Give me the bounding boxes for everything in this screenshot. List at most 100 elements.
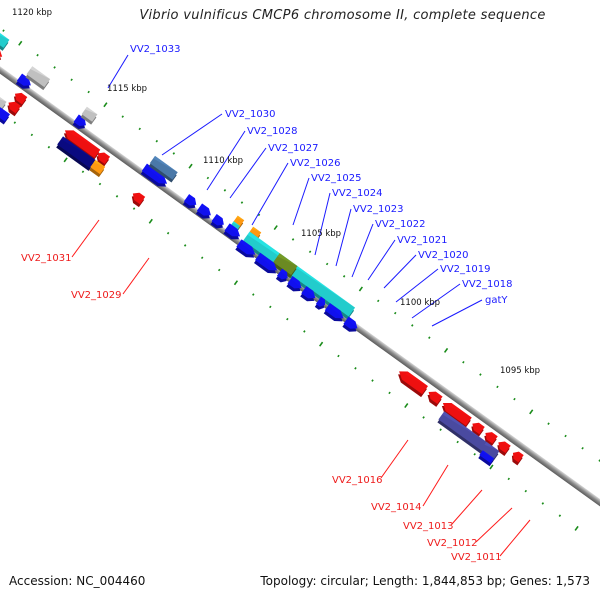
gene-feature[interactable]	[509, 449, 525, 466]
gene-label[interactable]: VV2_1018	[462, 279, 513, 290]
leader-line	[431, 299, 483, 327]
gene-feature[interactable]	[494, 439, 511, 456]
gene-feature[interactable]	[481, 429, 498, 447]
gene-feature[interactable]	[25, 66, 51, 91]
scale-tick	[53, 66, 56, 69]
scale-tick	[30, 133, 34, 137]
gene-feature[interactable]	[424, 388, 443, 407]
gene-feature[interactable]	[323, 303, 347, 325]
gene-feature[interactable]	[15, 73, 34, 92]
gene-feature[interactable]	[478, 450, 495, 467]
gene-label[interactable]: VV2_1031	[21, 253, 72, 264]
gene-feature[interactable]	[72, 114, 89, 132]
leader-line	[475, 507, 513, 543]
scale-tick	[200, 256, 204, 260]
gene-feature[interactable]	[342, 316, 361, 335]
gene-feature[interactable]	[210, 213, 227, 231]
gene-label[interactable]: VV2_1024	[332, 188, 383, 199]
scale-tick	[240, 201, 244, 204]
leader-line	[395, 268, 439, 303]
gene-feature[interactable]	[468, 420, 485, 438]
gene-label[interactable]: VV2_1026	[290, 158, 341, 169]
gene-label[interactable]: gatY	[485, 295, 508, 306]
scale-label-1115: 1115 kbp	[107, 84, 147, 94]
leader-line	[335, 208, 352, 267]
scale-label-1105: 1105 kbp	[301, 229, 341, 239]
scale-tick	[286, 317, 289, 321]
gene-feature[interactable]	[11, 90, 28, 108]
scale-tick	[257, 213, 261, 217]
gene-label[interactable]: VV2_1021	[397, 235, 448, 246]
gene-label[interactable]: VV2_1014	[371, 502, 422, 513]
gene-feature[interactable]	[60, 126, 101, 161]
scale-tick	[371, 379, 374, 382]
gene-feature[interactable]	[235, 239, 259, 261]
gene-feature[interactable]	[0, 107, 11, 125]
scale-tick	[342, 275, 346, 278]
gene-feature[interactable]	[437, 411, 489, 455]
gene-feature[interactable]	[140, 163, 170, 191]
gene-feature[interactable]	[275, 268, 291, 285]
gene-feature[interactable]	[80, 106, 98, 125]
scale-tick	[233, 280, 239, 286]
scale-tick	[36, 53, 39, 57]
gene-feature[interactable]	[286, 276, 305, 294]
gene-label[interactable]: VV2_1028	[247, 126, 298, 137]
gene-label[interactable]: VV2_1016	[332, 475, 383, 486]
gene-feature[interactable]	[394, 367, 428, 398]
leader-line	[451, 489, 483, 525]
gene-label[interactable]: VV2_1029	[71, 290, 122, 301]
gene-feature[interactable]	[479, 441, 500, 463]
gene-feature[interactable]	[438, 399, 472, 429]
gene-feature[interactable]	[299, 286, 318, 304]
gene-label[interactable]: VV2_1020	[418, 250, 469, 261]
scale-label-1110: 1110 kbp	[203, 156, 243, 166]
leader-line	[411, 283, 461, 319]
leader-line	[292, 177, 310, 226]
scale-tick	[303, 330, 306, 333]
gene-feature[interactable]	[195, 203, 214, 221]
gene-feature[interactable]	[314, 296, 328, 312]
leader-line	[229, 147, 267, 199]
gene-label[interactable]: VV2_1019	[440, 264, 491, 275]
scale-tick	[121, 115, 124, 118]
gene-label[interactable]: VV2_1033	[130, 44, 181, 55]
scale-tick	[473, 453, 476, 456]
scale-tick	[337, 354, 340, 358]
scale-tick	[70, 78, 73, 82]
gene-feature[interactable]	[88, 159, 106, 178]
gene-feature[interactable]	[182, 194, 199, 211]
gene-label[interactable]: VV2_1011	[451, 552, 502, 563]
scale-tick	[269, 305, 272, 309]
gene-feature[interactable]	[271, 253, 298, 278]
scale-tick	[574, 525, 579, 531]
gene-feature[interactable]	[241, 231, 356, 320]
gene-label[interactable]: VV2_1013	[403, 521, 454, 532]
scale-tick	[273, 225, 278, 231]
scale-tick	[581, 446, 584, 450]
gene-label[interactable]: VV2_1023	[353, 204, 404, 215]
gene-label[interactable]: VV2_1027	[268, 143, 319, 154]
gene-label[interactable]: VV2_1012	[427, 538, 478, 549]
gene-label[interactable]: VV2_1025	[311, 173, 362, 184]
scale-label-1100: 1100 kbp	[400, 298, 440, 308]
scale-tick	[462, 360, 465, 364]
gene-feature[interactable]	[148, 155, 178, 183]
gene-label[interactable]: VV2_1022	[375, 219, 426, 230]
gene-label[interactable]: VV2_1030	[225, 109, 276, 120]
gene-feature[interactable]	[0, 28, 10, 51]
gene-feature[interactable]	[128, 190, 146, 208]
scale-tick	[308, 250, 312, 254]
scale-tick	[456, 440, 459, 444]
leader-line	[71, 219, 100, 258]
scale-tick	[354, 367, 357, 370]
scale-tick	[291, 238, 295, 241]
gene-feature[interactable]	[223, 223, 244, 243]
scale-tick	[325, 262, 329, 266]
scale-tick	[319, 341, 324, 347]
gene-feature[interactable]	[93, 150, 111, 168]
gene-feature[interactable]	[253, 252, 280, 277]
gene-feature[interactable]	[4, 99, 21, 117]
gene-feature[interactable]	[55, 136, 96, 171]
